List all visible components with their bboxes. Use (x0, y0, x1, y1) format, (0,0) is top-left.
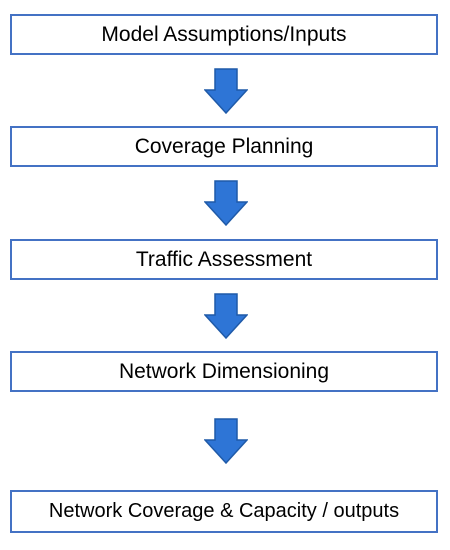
step-label: Model Assumptions/Inputs (101, 22, 347, 46)
step-traffic-assessment: Traffic Assessment (10, 239, 438, 280)
down-arrow-icon (204, 180, 248, 226)
step-coverage-planning: Coverage Planning (10, 126, 438, 167)
step-network-dimensioning: Network Dimensioning (10, 351, 438, 392)
step-label: Network Coverage & Capacity / outputs (48, 500, 400, 522)
step-model-assumptions-inputs: Model Assumptions/Inputs (10, 14, 438, 55)
step-network-coverage-capacity-outputs: Network Coverage & Capacity / outputs (10, 490, 438, 533)
step-label: Network Dimensioning (118, 359, 330, 383)
down-arrow-icon (204, 68, 248, 114)
step-label: Coverage Planning (134, 134, 314, 158)
down-arrow-icon (204, 418, 248, 464)
step-label: Traffic Assessment (135, 247, 313, 271)
down-arrow-icon (204, 293, 248, 339)
